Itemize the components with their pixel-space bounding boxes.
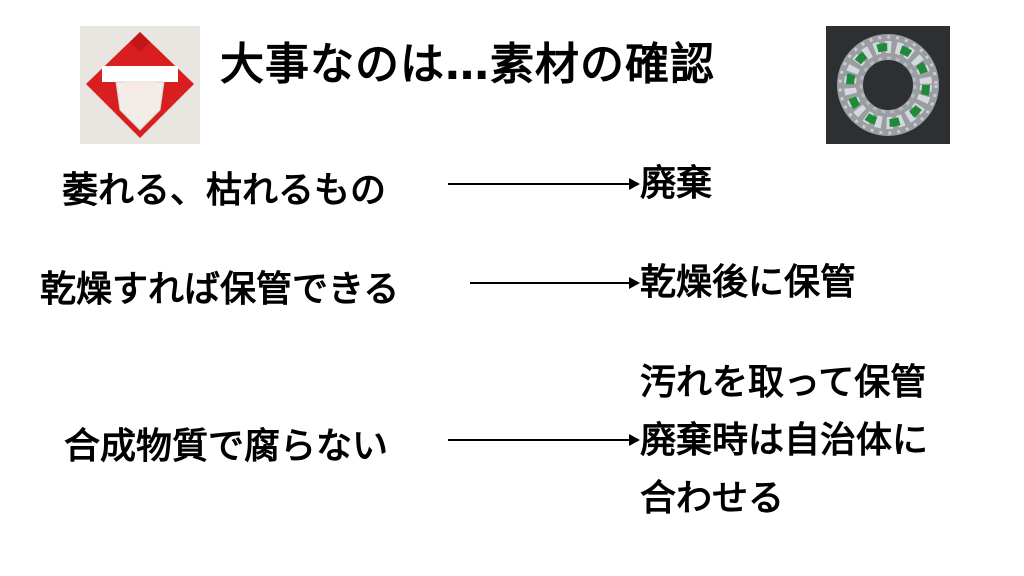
result-text: 乾燥後に保管	[640, 254, 856, 312]
condition-text: 乾燥すれば保管できる	[40, 269, 400, 310]
slide-title: 大事なのは…素材の確認	[220, 39, 715, 90]
result-line: 合わせる	[640, 478, 785, 519]
result-line: 廃棄	[640, 163, 713, 204]
santa-origami-image	[80, 26, 200, 144]
result-line: 汚れを取って保管	[640, 362, 927, 403]
result-text: 汚れを取って保管 廃棄時は自治体に 合わせる	[640, 354, 928, 528]
result-line: 廃棄時は自治体に	[640, 420, 929, 461]
result-line: 乾燥後に保管	[640, 262, 857, 303]
condition-text: 合成物質で腐らない	[64, 426, 389, 467]
condition-text: 萎れる、枯れるもの	[62, 170, 387, 211]
result-text: 廃棄	[640, 155, 712, 213]
arrow	[448, 430, 640, 450]
arrow	[470, 273, 640, 293]
tinsel-wreath-image	[826, 26, 950, 144]
arrow	[448, 174, 640, 194]
